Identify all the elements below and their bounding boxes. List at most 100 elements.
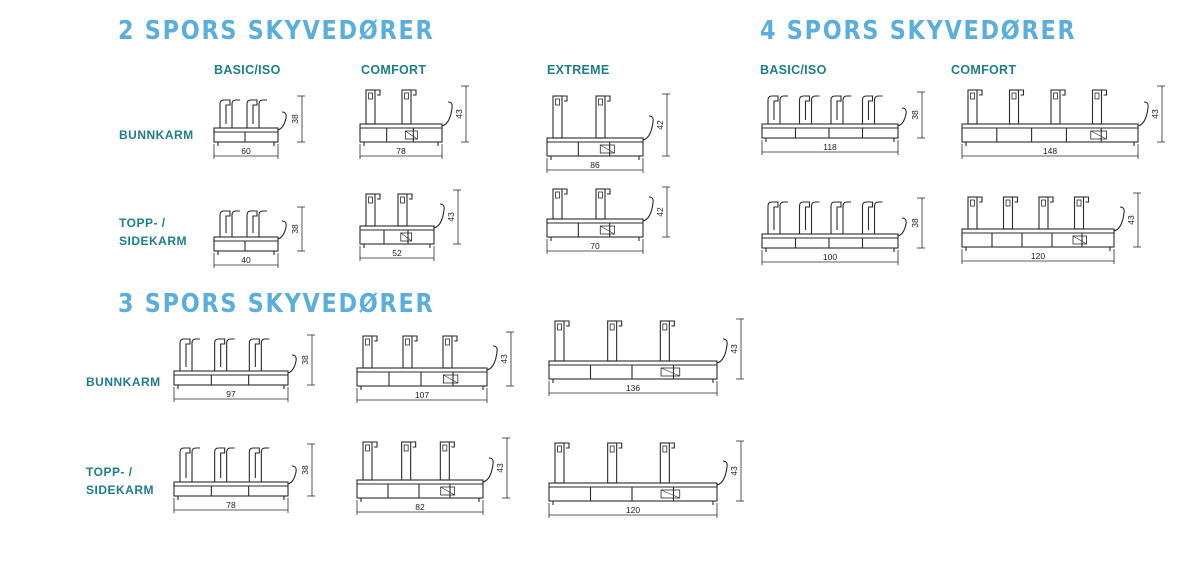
profile-base [546, 137, 644, 157]
width-dimension-label: 52 [392, 248, 402, 258]
profile-base [173, 370, 289, 386]
track-lip [1048, 196, 1054, 203]
profile-base [356, 479, 484, 499]
profile-outline [546, 95, 654, 160]
track-lip [977, 196, 983, 203]
dimension-height [297, 95, 305, 143]
seal-hook [897, 217, 907, 237]
track-groove [1053, 92, 1058, 100]
track-rail [362, 335, 373, 369]
track-groove [365, 338, 370, 346]
height-dimension-label: 38 [290, 224, 300, 234]
track-hook [258, 210, 267, 237]
thermal-break [599, 144, 615, 154]
width-dimension-label: 136 [626, 383, 640, 393]
dimension-width [761, 140, 899, 155]
track-rail [362, 441, 373, 481]
track-rail [607, 442, 618, 484]
track-lip [564, 442, 570, 449]
seal-hook [897, 107, 907, 127]
thermal-break [660, 367, 681, 377]
track-rail [967, 196, 978, 230]
track-rail [767, 201, 779, 234]
track-groove [662, 323, 668, 331]
profile-base [761, 123, 899, 139]
track-hook [810, 95, 820, 124]
dimension-width [548, 381, 718, 396]
row-header-bunnkarm: BUNNKARM [119, 128, 194, 142]
track-lip [1060, 89, 1066, 96]
track-groove [400, 196, 405, 204]
seal-hook [716, 338, 728, 364]
dimension-width [213, 253, 279, 268]
height-dimension-label: 38 [290, 114, 300, 124]
track-groove [1011, 92, 1017, 100]
profile-outline [356, 335, 498, 390]
seal-hook [287, 354, 297, 374]
dimension-height [1157, 85, 1165, 143]
title-2-spors: 2 SPORS SKYVEDØRER [118, 16, 435, 46]
track-rail [967, 89, 978, 125]
track-hook [191, 447, 200, 482]
track-lip [564, 320, 570, 327]
track-rail [248, 338, 260, 371]
height-dimension-label: 43 [454, 109, 464, 119]
title-4-spors: 4 SPORS SKYVEDØRER [760, 16, 1077, 46]
track-lip [410, 441, 417, 448]
track-rail [552, 95, 563, 139]
track-groove [1094, 92, 1100, 100]
track-rail [214, 447, 226, 482]
track-groove [445, 338, 450, 346]
profile-outline [359, 89, 453, 146]
profile-outline [961, 89, 1149, 146]
width-dimension-label: 60 [241, 146, 251, 156]
thermal-break [404, 130, 418, 140]
seal-hook [277, 220, 287, 240]
track-groove [1076, 199, 1082, 207]
height-dimension-label: 38 [300, 465, 310, 475]
profile-base [961, 228, 1115, 248]
dimension-height [307, 443, 315, 497]
profile-base [548, 360, 718, 380]
track-lip [407, 193, 413, 200]
dimension-height [453, 189, 461, 245]
dimension-width [961, 144, 1139, 159]
track-lip [616, 320, 623, 327]
profile-base [548, 482, 718, 502]
thermal-break-hatch [1072, 235, 1087, 245]
track-rail [442, 335, 453, 369]
thermal-break-hatch [660, 489, 680, 499]
track-hook [226, 338, 235, 371]
profile-outline [761, 95, 907, 142]
track-rail [219, 210, 231, 237]
thermal-break-hatch [660, 367, 680, 377]
thermal-break-hatch [440, 486, 455, 496]
dimension-height [506, 331, 514, 387]
row-header-bunnkarm-3: BUNNKARM [86, 375, 161, 389]
dimension-width [356, 388, 488, 403]
col-header-basic-iso: BASIC/ISO [214, 63, 281, 77]
row-header-topp-sidekarm: TOPP- / SIDEKARM [119, 216, 188, 248]
track-rail [401, 441, 412, 481]
track-groove [365, 444, 370, 452]
track-rail [365, 89, 376, 125]
track-hook [779, 95, 788, 124]
dimension-width [356, 500, 484, 515]
track-lip [452, 335, 458, 342]
height-dimension-label: 43 [499, 354, 509, 364]
dimension-height [662, 186, 670, 238]
dimension-height [736, 318, 744, 380]
width-dimension-label: 82 [415, 502, 425, 512]
track-groove [1041, 199, 1046, 207]
track-rail [554, 442, 565, 484]
profile-outline [961, 196, 1125, 251]
height-dimension-label: 42 [655, 207, 665, 217]
height-dimension-label: 43 [729, 466, 739, 476]
thermal-break [443, 374, 459, 384]
dimension-height [917, 197, 925, 249]
track-groove [970, 199, 975, 207]
